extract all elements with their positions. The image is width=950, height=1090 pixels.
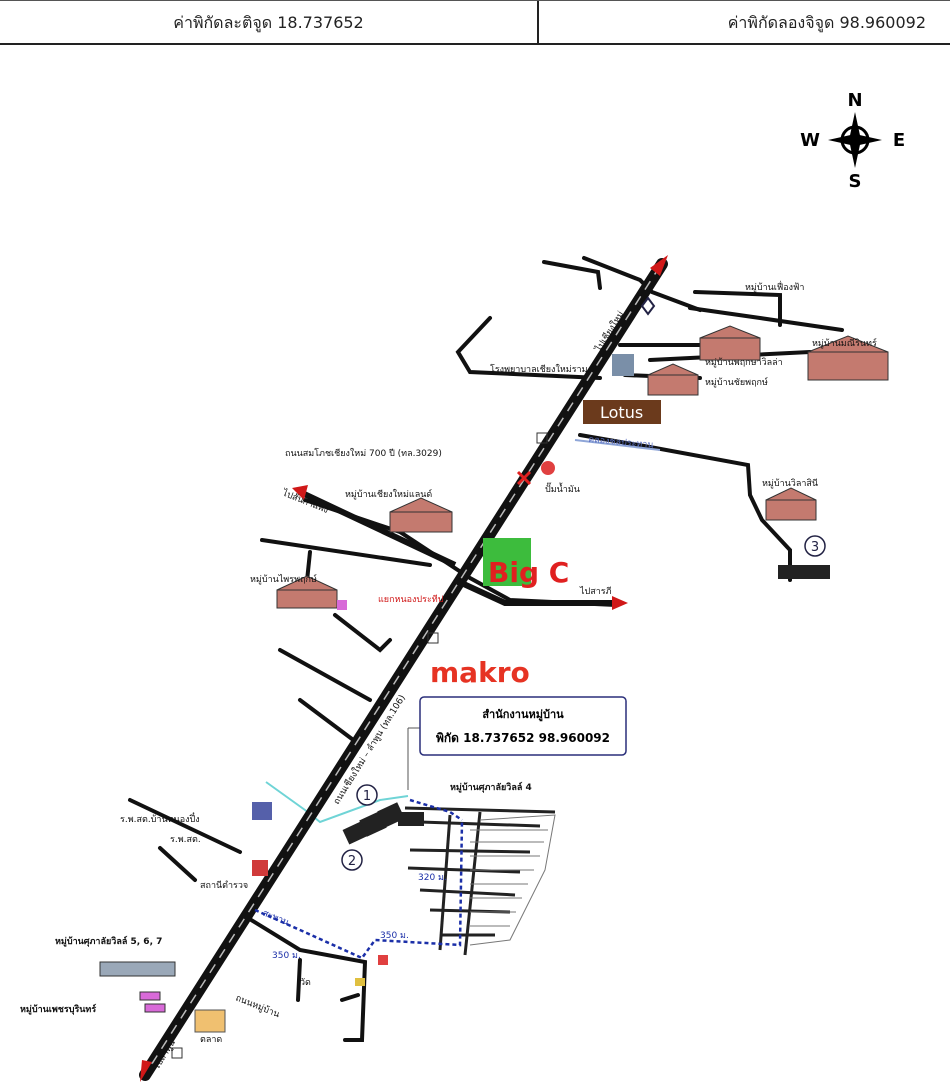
temple-icon-2 <box>355 978 365 986</box>
main-highway <box>139 255 668 1082</box>
label-junction: แยกหนองประทีป <box>378 594 444 605</box>
label-village-mid2: หมู่บ้านชัยพฤกษ์ <box>705 376 768 388</box>
numbered-markers: 1 2 3 <box>341 535 826 871</box>
label-distance-2: 350 ม. <box>272 951 301 961</box>
label-village-left: หมู่บ้านไพรพฤกษ์ <box>250 573 317 585</box>
compass-south: S <box>849 171 862 192</box>
label-hospital: โรงพยาบาลเชียงใหม่ราม <box>490 364 588 375</box>
cross-highway <box>292 485 628 610</box>
junction-x-icon <box>516 470 532 486</box>
marker-2: 2 <box>348 854 356 869</box>
small-landmark-icons <box>171 296 656 1059</box>
label-village-bottom-left2: หมู่บ้านเพชรบุรินทร์ <box>20 1003 96 1015</box>
label-village-right1: หมู่บ้านมณีรินทร์ <box>812 337 877 349</box>
office-title: สำนักงานหมู่บ้าน <box>482 708 564 722</box>
label-distance-3: 350 ม. <box>380 931 409 941</box>
label-distance-1: 320 ม. <box>418 873 447 883</box>
school-building-3-icon <box>778 565 830 579</box>
label-target-village: หมู่บ้านศุภาลัยวิลล์ 4 <box>450 781 532 793</box>
map-labels: หมู่บ้านเฟื่องฟ้า หมู่บ้านมณีรินทร์ หมู่… <box>20 280 877 1045</box>
latitude-label: ค่าพิกัดละติจูด 18.737652 <box>173 13 364 32</box>
longitude-label: ค่าพิกัดลองจิจูด 98.960092 <box>537 1 948 44</box>
big-c-text: Big C <box>488 556 569 589</box>
bus-stop-icon <box>378 955 388 965</box>
compass-east: E <box>893 130 905 151</box>
hospital-icon <box>612 354 634 376</box>
village-house-icons <box>99 325 889 1013</box>
label-temple: วัด <box>300 978 311 988</box>
label-village-bottom-left: หมู่บ้านศุภาลัยวิลล์ 5, 6, 7 <box>55 935 162 947</box>
school-icon-1 <box>536 432 548 444</box>
school-icon-3 <box>171 1047 183 1059</box>
compass-north: N <box>847 90 862 111</box>
big-c-logo: Big C <box>483 538 569 589</box>
canals <box>265 439 661 824</box>
marker-1: 1 <box>363 789 371 804</box>
label-health-center: ร.พ.สต.บ้านหนองปึ๋ง <box>120 812 200 825</box>
coordinate-header: ค่าพิกัดละติจูด 18.737652 ค่าพิกัดลองจิจ… <box>0 0 950 45</box>
label-village-center: หมู่บ้านเชียงใหม่แลนด์ <box>345 488 432 500</box>
makro-logo: makro <box>430 656 530 689</box>
village-lot-lines <box>469 814 556 946</box>
police-icon <box>252 860 268 876</box>
label-village-top: หมู่บ้านเฟื่องฟ้า <box>745 280 804 293</box>
label-to-saraphi: ไปสารภี <box>579 586 612 597</box>
office-coords: พิกัด 18.737652 98.960092 <box>436 731 610 745</box>
compass-west: W <box>800 130 820 151</box>
lotus-text: Lotus <box>600 403 643 422</box>
label-village-road: ถนนหมู่บ้าน <box>234 993 281 1021</box>
market-icon <box>194 1009 226 1033</box>
label-gas-station: ปั๊มน้ำมัน <box>545 482 580 495</box>
temple-icon <box>640 296 656 316</box>
village-pin-icon <box>337 600 347 610</box>
office-callout: สำนักงานหมู่บ้าน พิกัด 18.737652 98.9600… <box>407 696 627 790</box>
marker-3: 3 <box>811 540 819 555</box>
compass-rose-icon: N S E W <box>800 90 905 192</box>
label-road-san-sai: ถนนสมโภชเชียงใหม่ 700 ปี (ทล.3029) <box>285 448 442 459</box>
label-health-center-2: ร.พ.สต. <box>170 835 201 845</box>
health-center-icon <box>252 802 272 820</box>
route-path <box>254 798 464 960</box>
label-police: สถานีตำรวจ <box>200 880 248 891</box>
label-canal: คลองชลประทาน <box>588 435 654 451</box>
lotus-logo: Lotus <box>583 400 661 424</box>
village-grid-roads <box>404 806 556 956</box>
school-icon-2 <box>427 632 439 644</box>
target-building-icon <box>342 802 424 845</box>
gas-station-icon <box>541 461 555 475</box>
label-market: ตลาด <box>200 1035 222 1045</box>
label-village-mid1: หมู่บ้านพฤกษาวิลล่า <box>705 357 783 368</box>
label-village-right2: หมู่บ้านวิลาสินี <box>762 478 818 489</box>
label-bridge: สะพาน <box>261 909 290 929</box>
